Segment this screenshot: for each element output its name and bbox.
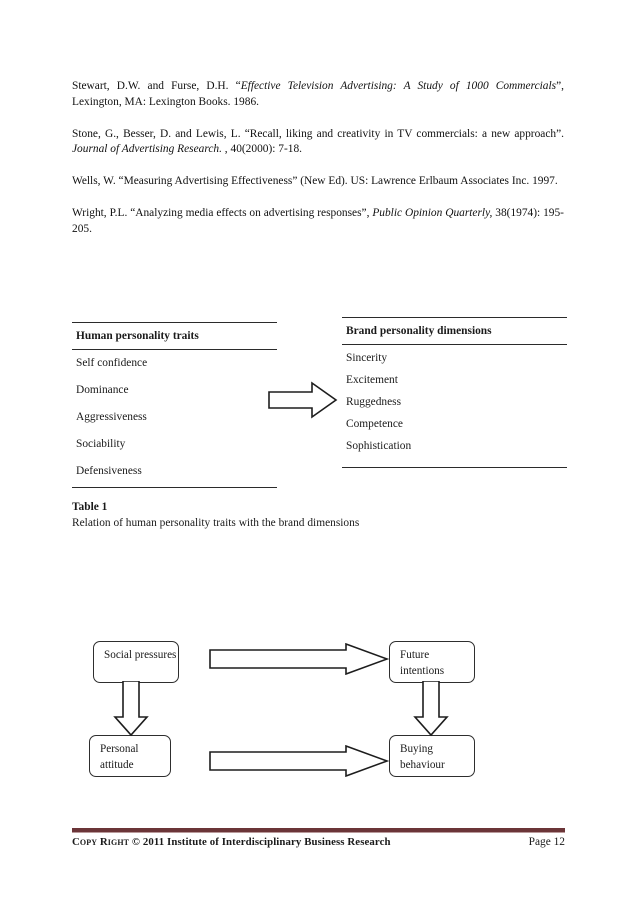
table-rule-middle (72, 349, 277, 350)
brand-personality-dimensions-table: Brand personality dimensions Sincerity E… (342, 317, 567, 468)
table-caption: Table 1 Relation of human personality tr… (72, 499, 492, 531)
table-rule-top (72, 322, 277, 323)
reference-title-italic: Journal of Advertising Research. (72, 143, 222, 155)
table-header-human-traits: Human personality traits (76, 330, 199, 342)
footer-page-number: Page 12 (528, 836, 565, 848)
reference-title-italic: Public Opinion Quarterly, (372, 207, 493, 220)
table-row: Self confidence (76, 357, 148, 369)
flow-box-label: intentions (400, 664, 445, 677)
table-row: Aggressiveness (76, 411, 147, 423)
reference-text: Stewart, D.W. and Furse, D.H. “ (72, 80, 241, 93)
reference-entry-ref-stone: Stone, G., Besser, D. and Lewis, L. “Rec… (72, 127, 564, 157)
table-body-brand-dimensions: Sincerity Excitement Ruggedness Competen… (342, 345, 567, 467)
flow-box-label: Future (400, 649, 430, 661)
flow-box-future-intentions: Future intentions (389, 641, 475, 683)
reference-entry-ref-stewart: Stewart, D.W. and Furse, D.H. “Effective… (72, 79, 564, 109)
table-caption-title: Table 1 (72, 501, 108, 513)
down-arrow-icon-future-to-buying (413, 681, 449, 737)
table-caption-text: Relation of human personality traits wit… (72, 517, 360, 529)
flow-box-label: Buying (400, 743, 433, 755)
right-arrow-icon-personal-to-buying (209, 745, 389, 777)
table-rule-bottom (342, 467, 567, 468)
table-row: Dominance (76, 384, 129, 396)
footer-copyright-prefix: Copy Right (72, 836, 130, 848)
table-header-brand-dimensions: Brand personality dimensions (346, 325, 492, 337)
table-row: Sociability (76, 438, 126, 450)
table-body-human-traits: Self confidence Dominance Aggressiveness… (72, 350, 277, 487)
page-footer: Copy Right © 2011 Institute of Interdisc… (72, 836, 565, 848)
right-arrow-icon (268, 381, 338, 419)
table-rule-top (342, 317, 567, 318)
footer-copyright: Copy Right © 2011 Institute of Interdisc… (72, 836, 391, 848)
reference-title-italic: Effective Television Advertising: A Stud… (240, 80, 557, 93)
table-row: Ruggedness (346, 396, 402, 408)
references-list: Stewart, D.W. and Furse, D.H. “Effective… (72, 68, 564, 237)
reference-text: Stone, G., Besser, D. and Lewis, L. “Rec… (72, 127, 564, 140)
reference-entry-ref-wright: Wright, P.L. “Analyzing media effects on… (72, 206, 564, 236)
footer-divider (72, 828, 565, 833)
flow-box-label: attitude (100, 758, 134, 771)
reference-text: Wright, P.L. “Analyzing media effects on… (72, 207, 373, 220)
footer-copyright-text: © 2011 Institute of Interdisciplinary Bu… (129, 836, 391, 848)
table-row: Sincerity (346, 352, 388, 364)
reference-text: , 40(2000): 7-18. (221, 143, 302, 155)
table-rule-bottom (72, 487, 277, 488)
human-personality-traits-table: Human personality traits Self confidence… (72, 322, 277, 488)
reference-entry-ref-wells: Wells, W. “Measuring Advertising Effecti… (72, 174, 564, 189)
table-row: Excitement (346, 374, 398, 386)
flow-box-label: behaviour (400, 758, 445, 771)
down-arrow-icon-social-to-personal (113, 681, 149, 737)
table-row: Defensiveness (76, 465, 142, 477)
reference-text: 38(1974): 195-205. (72, 207, 564, 235)
right-arrow-icon-social-to-future (209, 643, 389, 675)
table-row: Competence (346, 418, 403, 430)
flow-box-personal-attitude: Personal attitude (89, 735, 171, 777)
reference-text: Wells, W. “Measuring Advertising Effecti… (72, 175, 558, 188)
table-rule-middle (342, 344, 567, 345)
flow-box-buying-behaviour: Buying behaviour (389, 735, 475, 777)
flow-box-label: Personal (100, 743, 139, 755)
flow-box-social-pressures: Social pressures (93, 641, 179, 683)
table-row: Sophistication (346, 440, 412, 452)
reference-text: ”, Lexington, MA: Lexington Books. 1986. (72, 80, 564, 108)
flow-box-label: Social pressures (104, 649, 177, 661)
